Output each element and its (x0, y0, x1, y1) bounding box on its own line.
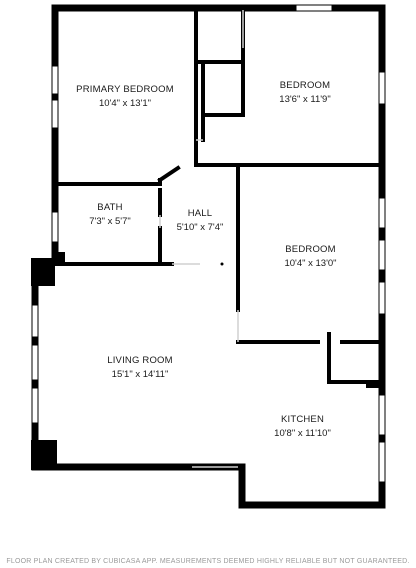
room-label-bedroom-2: BEDROOM 10'4" x 13'0" (258, 244, 363, 269)
room-dimensions: 15'1" x 14'11" (111, 369, 169, 380)
room-dimensions: 10'4" x 13'0" (284, 258, 337, 269)
room-label-hall: HALL 5'10" x 7'4" (165, 208, 235, 233)
room-name: PRIMARY BEDROOM (76, 84, 174, 95)
room-dimensions: 7'3" x 5'7" (89, 216, 131, 227)
room-dimensions: 10'4" x 13'1" (98, 98, 152, 109)
room-name: LIVING ROOM (107, 355, 173, 366)
room-name: BEDROOM (279, 80, 331, 91)
room-name: BEDROOM (285, 244, 336, 255)
room-name: KITCHEN (280, 414, 325, 425)
room-label-living-room: LIVING ROOM 15'1" x 14'11" (85, 355, 195, 380)
room-dimensions: 5'10" x 7'4" (176, 222, 224, 233)
windows (31, 4, 386, 483)
room-dimensions: 10'8" x 11'10" (274, 428, 331, 439)
room-name: HALL (187, 208, 213, 219)
room-name: BATH (97, 202, 123, 213)
room-label-kitchen: KITCHEN 10'8" x 11'10" (255, 414, 350, 439)
room-label-primary-bedroom: PRIMARY BEDROOM 10'4" x 13'1" (60, 84, 190, 109)
door-openings (159, 10, 244, 468)
interior-walls (53, 8, 384, 384)
room-label-bedroom-1: BEDROOM 13'6" x 11'9" (250, 80, 360, 105)
room-dimensions: 13'6" x 11'9" (279, 94, 331, 105)
wall-markers (108, 6, 385, 507)
footer-disclaimer: FLOOR PLAN CREATED BY CUBICASA APP. MEAS… (6, 558, 410, 565)
room-label-bath: BATH 7'3" x 5'7" (65, 202, 155, 227)
